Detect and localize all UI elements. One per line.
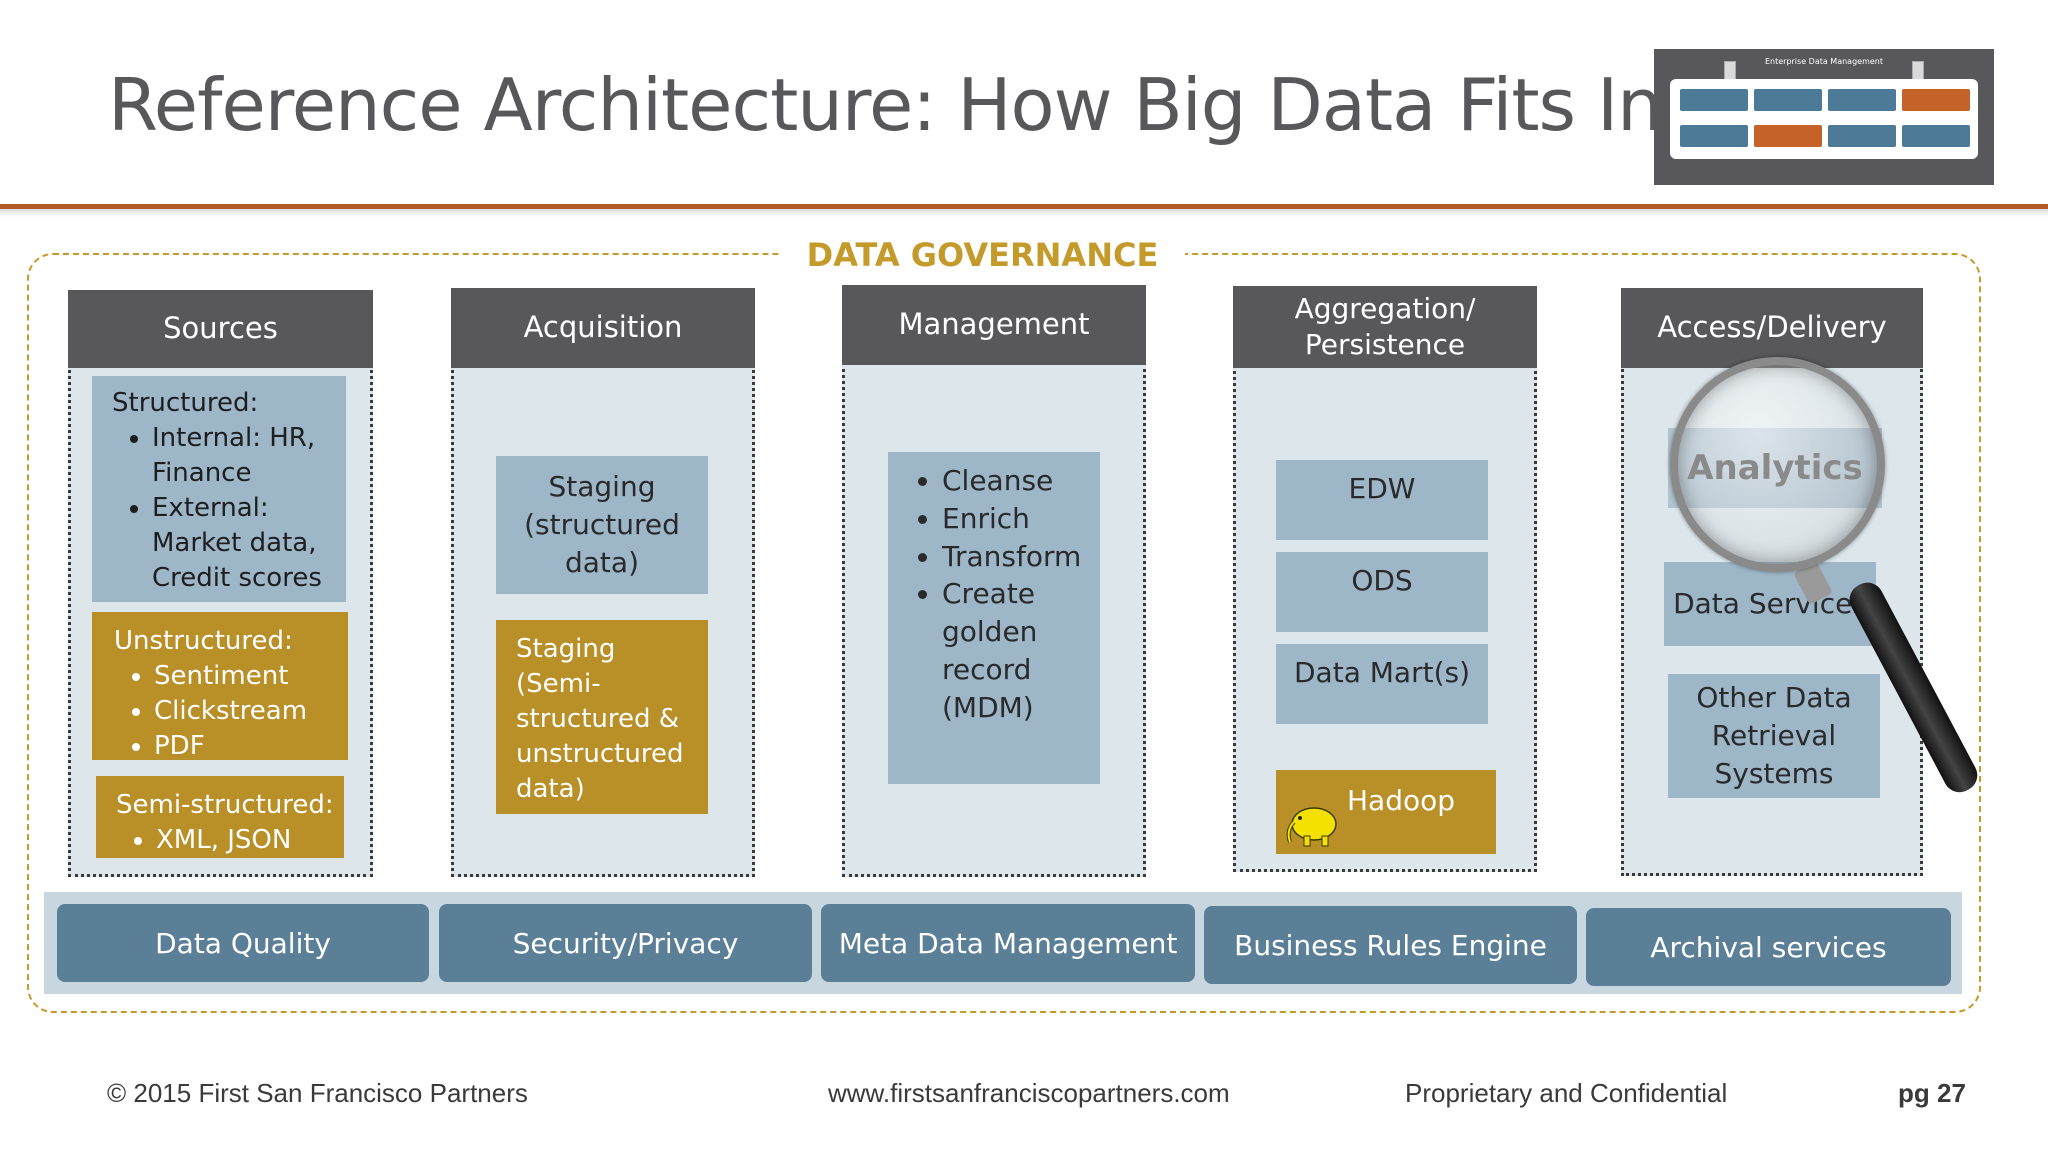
title-rule [0,204,2048,209]
unstructured-item-clickstream: Clickstream [154,694,307,729]
hadoop-elephant-icon [1286,807,1337,847]
business-rules-engine-tile: Business Rules Engine [1204,906,1577,984]
analytics-label: Analytics [1687,448,1863,488]
other-retrieval-box: Other Data Retrieval Systems [1668,674,1880,798]
unstructured-heading: Unstructured: [114,626,293,656]
document-icon [1724,61,1736,81]
title-rule-shadow [0,209,2048,217]
semi-structured-item: XML, JSON [156,823,334,858]
thumbnail-title: Enterprise Data Management [1764,57,1884,66]
unstructured-item-pdf: PDF [154,729,307,764]
management-box: Cleanse Enrich Transform Create golden r… [888,452,1100,784]
semi-structured-sources-box: Semi-structured: XML, JSON [96,776,344,858]
document-icon [1912,61,1924,81]
magnifying-glass-icon [1670,357,1885,572]
access-header: Access/Delivery [1621,288,1923,368]
semi-structured-heading: Semi-structured: [116,790,334,820]
unstructured-sources-box: Unstructured: Sentiment Clickstream PDF [92,612,348,761]
edw-box: EDW [1276,460,1488,540]
meta-data-management-tile: Meta Data Management [821,904,1195,982]
structured-heading: Structured: [112,388,259,418]
ods-box: ODS [1276,552,1488,632]
staging-structured-box: Staging (structured data) [496,456,708,594]
management-header: Management [842,285,1146,365]
footer-copyright: © 2015 First San Francisco Partners [107,1078,528,1108]
slide-title: Reference Architecture: How Big Data Fit… [108,63,1663,147]
governance-label: DATA GOVERNANCE [780,232,1185,278]
sources-header: Sources [68,290,373,368]
data-quality-tile: Data Quality [57,904,429,982]
unstructured-item-sentiment: Sentiment [154,659,307,694]
footer-url: www.firstsanfranciscopartners.com [828,1078,1230,1108]
staging-semi-box: Staging (Semi-structured & unstructured … [496,620,708,814]
management-item-golden-record: Create golden record (MDM) [942,575,1100,726]
footer-page-number: pg 27 [1898,1078,1966,1108]
acquisition-header: Acquisition [451,288,755,368]
security-privacy-tile: Security/Privacy [439,904,812,982]
archival-services-tile: Archival services [1586,908,1951,986]
management-item-cleanse: Cleanse [942,462,1100,500]
management-item-enrich: Enrich [942,500,1100,538]
data-mart-box: Data Mart(s) [1276,644,1488,724]
structured-item-external: External: Market data, Credit scores [152,491,338,596]
structured-item-internal: Internal: HR, Finance [152,421,338,491]
thumbnail-inner [1670,79,1978,159]
footer-confidential: Proprietary and Confidential [1405,1078,1728,1108]
structured-sources-box: Structured: Internal: HR, Finance Extern… [92,376,346,602]
thumbnail-diagram: Enterprise Data Management [1654,49,1994,185]
aggregation-header: Aggregation/ Persistence [1233,286,1537,368]
management-item-transform: Transform [942,538,1100,576]
data-services-box: Data Services [1664,562,1876,646]
